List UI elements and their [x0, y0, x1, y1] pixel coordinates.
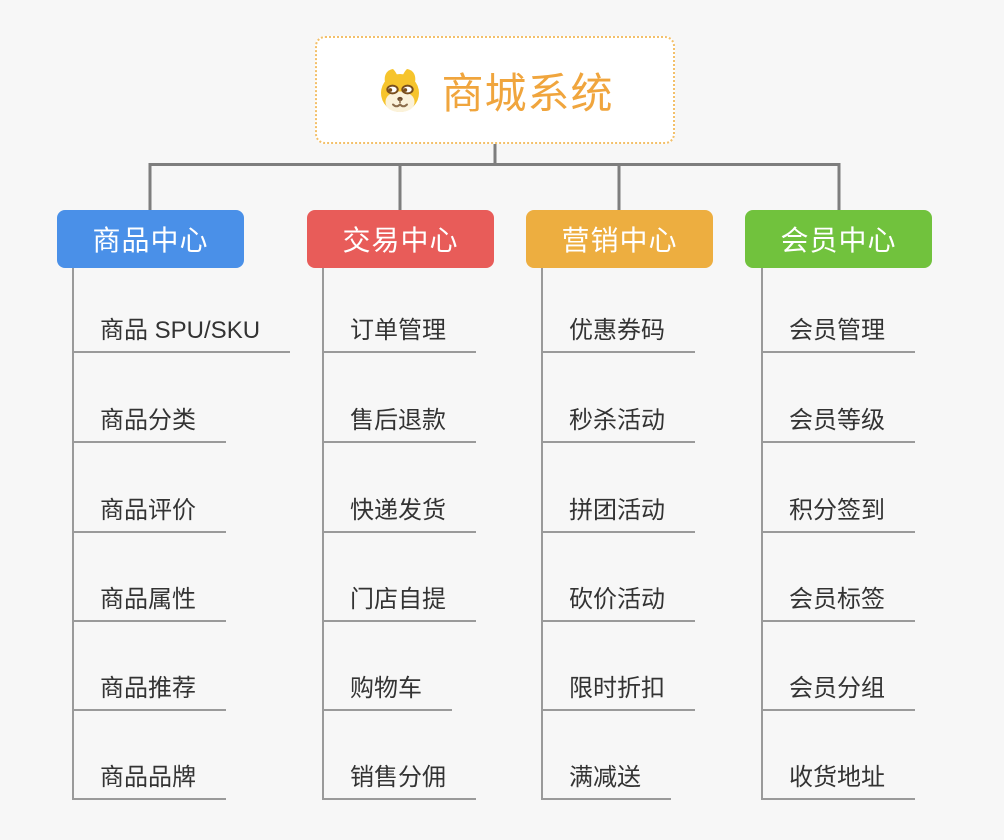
leaf-node[interactable]: 会员等级 — [762, 401, 915, 443]
leaf-node[interactable]: 快递发货 — [323, 491, 476, 533]
branch-label: 商品中心 — [92, 225, 209, 256]
leaf-node[interactable]: 售后退款 — [323, 401, 476, 443]
branch-node-marketing-center[interactable]: 营销中心 — [526, 210, 713, 268]
leaf-node[interactable]: 积分签到 — [762, 491, 915, 533]
root-title: 商城系统 — [441, 69, 614, 117]
branch-node-trade-center[interactable]: 交易中心 — [307, 210, 494, 268]
leaf-node[interactable]: 商品评价 — [73, 491, 226, 533]
branch-label: 交易中心 — [342, 225, 459, 256]
leaf-node[interactable]: 商品推荐 — [73, 669, 226, 711]
leaf-node[interactable]: 优惠券码 — [542, 311, 695, 353]
leaf-node[interactable]: 砍价活动 — [542, 580, 695, 622]
leaf-node[interactable]: 购物车 — [323, 669, 452, 711]
leaf-node[interactable]: 限时折扣 — [542, 669, 695, 711]
leaf-node[interactable]: 秒杀活动 — [542, 401, 695, 443]
leaf-node[interactable]: 会员分组 — [762, 669, 915, 711]
leaf-node[interactable]: 会员标签 — [762, 580, 915, 622]
leaf-node[interactable]: 满减送 — [542, 758, 671, 800]
leaf-node[interactable]: 销售分佣 — [323, 758, 476, 800]
leaf-node[interactable]: 拼团活动 — [542, 491, 695, 533]
branch-label: 会员中心 — [780, 225, 897, 256]
leaf-node[interactable]: 商品分类 — [73, 401, 226, 443]
dog-face-icon — [381, 69, 420, 112]
leaf-node[interactable]: 订单管理 — [323, 311, 476, 353]
leaf-node[interactable]: 收货地址 — [762, 758, 915, 800]
leaf-node[interactable]: 会员管理 — [762, 311, 915, 353]
leaf-node[interactable]: 商品品牌 — [73, 758, 226, 800]
leaf-node[interactable]: 商品属性 — [73, 580, 226, 622]
root-node[interactable]: 商城系统 — [315, 36, 675, 144]
branch-label: 营销中心 — [561, 225, 678, 256]
leaf-node[interactable]: 门店自提 — [323, 580, 476, 622]
leaf-node[interactable]: 商品 SPU/SKU — [73, 311, 291, 353]
branch-node-product-center[interactable]: 商品中心 — [57, 210, 244, 268]
branch-node-member-center[interactable]: 会员中心 — [745, 210, 932, 268]
